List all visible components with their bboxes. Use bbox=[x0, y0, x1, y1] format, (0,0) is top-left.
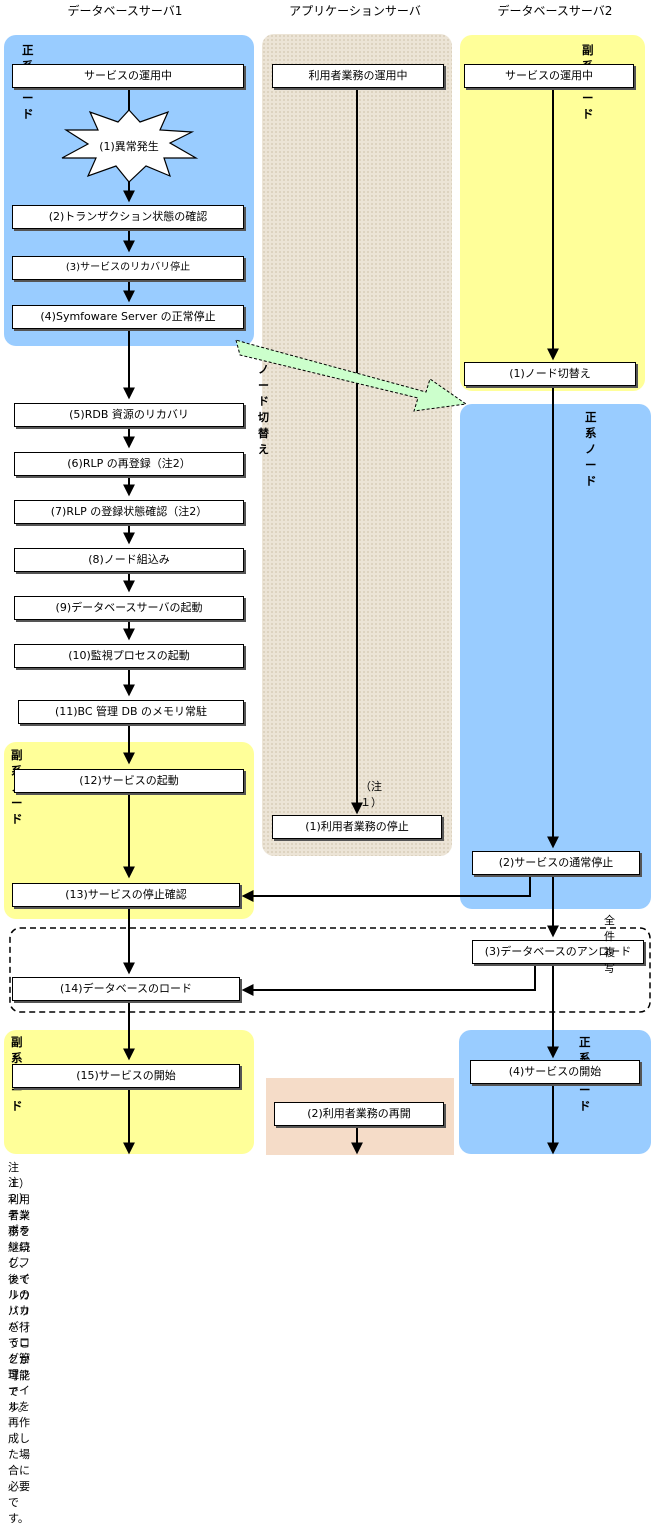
db2-primary-zone bbox=[460, 404, 651, 909]
db1-service-stop-confirm: (13)サービスの停止確認 bbox=[12, 883, 240, 907]
db2-node-switch: (1)ノード切替え bbox=[464, 362, 636, 386]
db1-rlp-reregister: (6)RLP の再登録（注2） bbox=[14, 452, 244, 476]
zone-label-db2-primary: 正系ノード bbox=[585, 410, 597, 488]
app-business-resume: (2)利用者業務の再開 bbox=[274, 1102, 444, 1126]
db1-transaction-check: (2)トランザクション状態の確認 bbox=[12, 205, 244, 229]
footnote-2: 注２）テンポラリログファイルのリカバリでログ管理ファイルを再作成した場合に必要で… bbox=[8, 1176, 30, 1525]
db2-service-normal-stop: (2)サービスの通常停止 bbox=[472, 851, 640, 875]
db1-service-start: (12)サービスの起動 bbox=[14, 769, 244, 793]
app-business-running: 利用者業務の運用中 bbox=[272, 64, 444, 88]
db1-db-load: (14)データベースのロード bbox=[12, 977, 240, 1001]
app-business-stop: (1)利用者業務の停止 bbox=[272, 815, 442, 839]
db1-node-join: (8)ノード組込み bbox=[14, 548, 244, 572]
db2-service-running: サービスの運用中 bbox=[464, 64, 634, 88]
full-copy-frame bbox=[9, 927, 651, 1013]
header-app-server: アプリケーションサーバ bbox=[289, 4, 421, 18]
db2-service-begin: (4)サービスの開始 bbox=[470, 1060, 640, 1084]
db1-symfoware-stop: (4)Symfoware Server の正常停止 bbox=[12, 305, 244, 329]
db1-service-running: サービスの運用中 bbox=[12, 64, 244, 88]
db1-rlp-check: (7)RLP の登録状態確認（注2） bbox=[14, 500, 244, 524]
header-db-server-1: データベースサーバ1 bbox=[67, 4, 183, 18]
failure-burst bbox=[61, 109, 199, 183]
db1-service-begin: (15)サービスの開始 bbox=[12, 1064, 240, 1088]
db2-db-unload: (3)データベースのアンロード bbox=[472, 940, 644, 964]
node-switch-label: ノード切替え bbox=[258, 363, 269, 456]
node-switch-arrow bbox=[235, 339, 468, 412]
db1-failure-occurred: (1)異常発生 bbox=[99, 140, 159, 153]
header-db-server-2: データベースサーバ2 bbox=[497, 4, 613, 18]
connector-lines bbox=[9, 87, 651, 1155]
db1-monitor-start: (10)監視プロセスの起動 bbox=[14, 644, 244, 668]
full-copy-label: 全件複写 bbox=[604, 914, 615, 975]
db1-bc-memory-resident: (11)BC 管理 DB のメモリ常駐 bbox=[18, 700, 244, 724]
db1-rdb-recovery: (5)RDB 資源のリカバリ bbox=[14, 403, 244, 427]
app-note-1: （注１） bbox=[360, 780, 382, 809]
db1-recovery-stop: (3)サービスのリカバリ停止 bbox=[12, 256, 244, 280]
db1-server-start: (9)データベースサーバの起動 bbox=[14, 596, 244, 620]
